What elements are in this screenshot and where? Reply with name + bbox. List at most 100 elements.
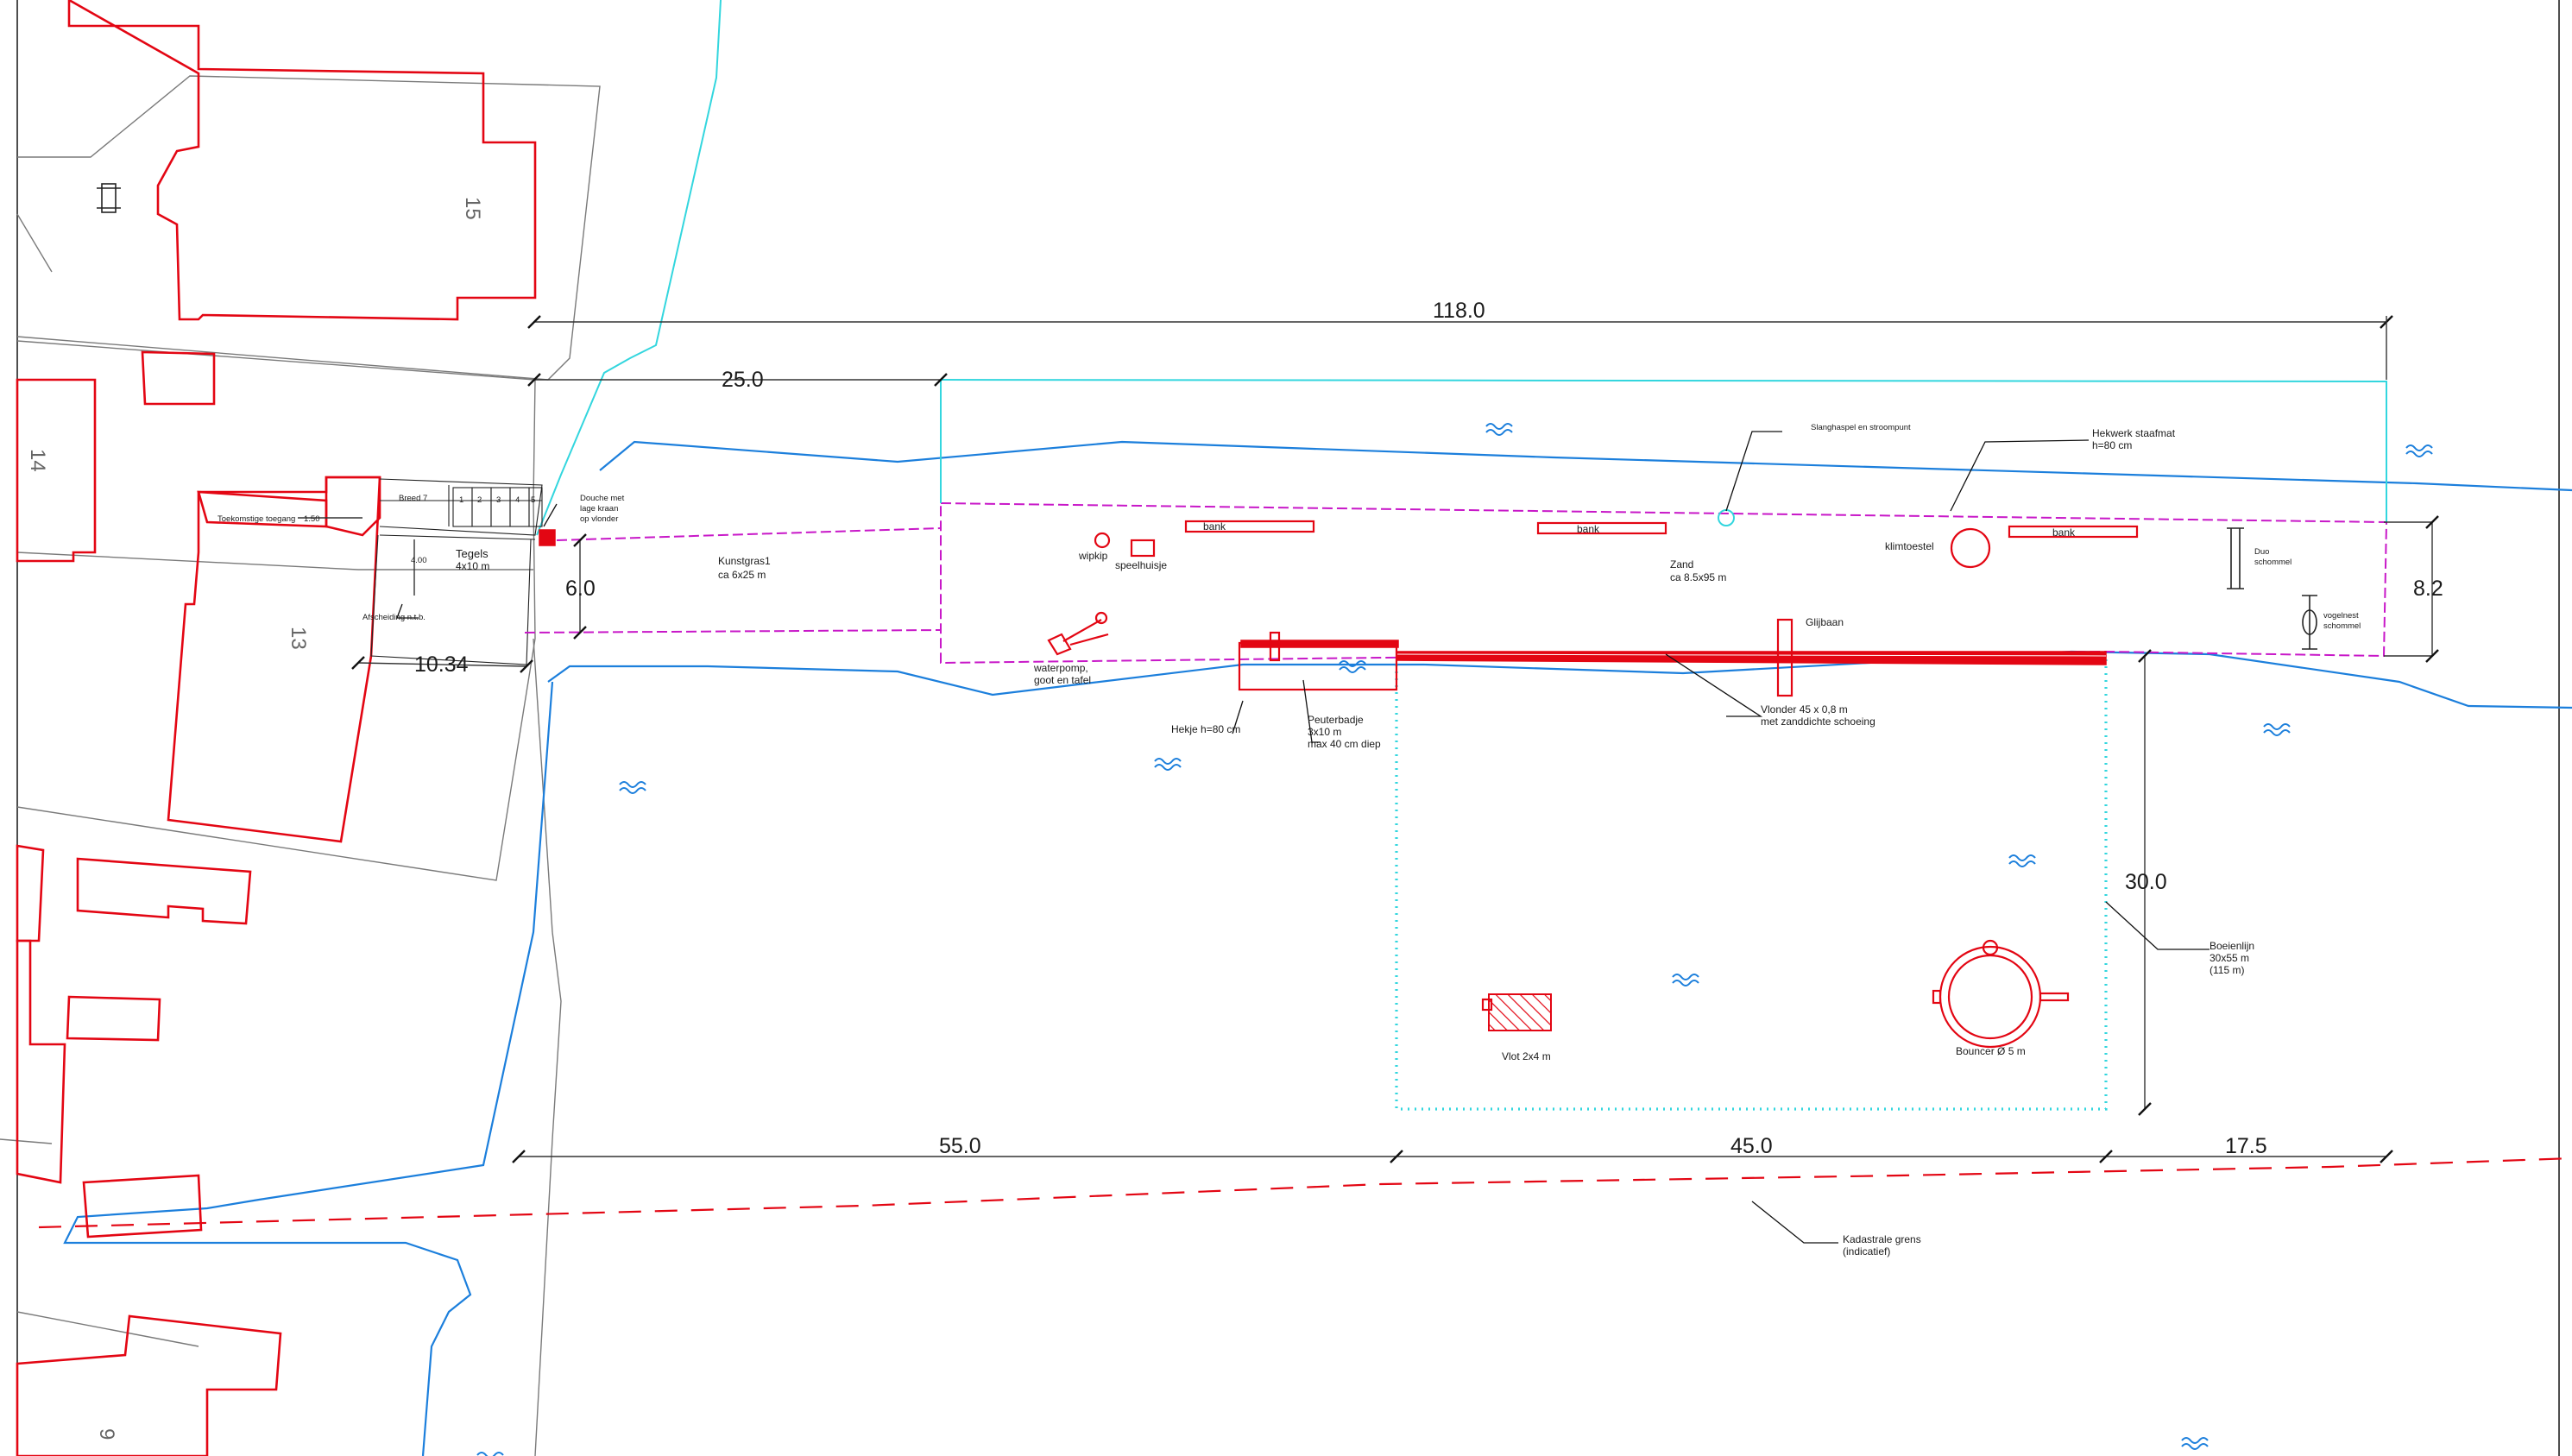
slanghaspel-symbol bbox=[1718, 509, 1735, 526]
kadastrale-grens-line bbox=[38, 1157, 2572, 1229]
dim-30: 30.0 bbox=[2125, 870, 2167, 894]
house-number-15: 15 bbox=[461, 197, 484, 220]
swim-area-buoys bbox=[1395, 656, 2108, 1111]
label-boeienlijn-2: 30x55 m bbox=[2210, 952, 2249, 964]
dim-17-5: 17.5 bbox=[2225, 1134, 2267, 1158]
label-douche-2: lage kraan bbox=[580, 504, 618, 514]
label-vlot: Vlot 2x4 m bbox=[1502, 1050, 1551, 1062]
label-waterpomp-2: goot en tafel bbox=[1034, 674, 1091, 686]
cabin-outline bbox=[325, 476, 381, 537]
cabin-cells bbox=[452, 487, 543, 527]
label-glijbaan: Glijbaan bbox=[1806, 616, 1844, 628]
label-kunstgras-1: Kunstgras1 bbox=[718, 555, 771, 567]
water-edges bbox=[63, 440, 2572, 1456]
label-boeienlijn-1: Boeienlijn bbox=[2210, 940, 2254, 952]
playground-items bbox=[1047, 509, 2317, 1049]
dim-8-2: 8.2 bbox=[2413, 577, 2443, 601]
bank-1 bbox=[1184, 520, 1315, 533]
chimney-symbol bbox=[101, 183, 117, 213]
label-tegels-1: Tegels bbox=[456, 547, 489, 560]
label-vlonder-2: met zanddichte schoeing bbox=[1761, 715, 1875, 728]
boundary-zone bbox=[940, 379, 2387, 1111]
house-14 bbox=[16, 378, 97, 563]
label-duo-1: Duo bbox=[2254, 547, 2269, 557]
label-speelhuisje: speelhuisje bbox=[1115, 559, 1167, 571]
label-bouncer: Bouncer Ø 5 m bbox=[1956, 1045, 2026, 1057]
speelhuisje-symbol bbox=[1130, 539, 1156, 558]
label-vlonder-1: Vlonder 45 x 0,8 m bbox=[1761, 703, 1848, 715]
house-number-9: 9 bbox=[95, 1428, 118, 1440]
wipkip-symbol bbox=[1094, 532, 1111, 549]
klimtoestel-symbol bbox=[1950, 527, 1991, 569]
label-hekje: Hekje h=80 cm bbox=[1171, 723, 1240, 735]
building-c bbox=[76, 857, 252, 925]
label-douche-3: op vlonder bbox=[580, 514, 618, 524]
label-wipkip: wipkip bbox=[1078, 550, 1108, 562]
cabin-4: 4 bbox=[515, 495, 520, 505]
house-number-14: 14 bbox=[26, 449, 49, 472]
bank-2 bbox=[1536, 521, 1667, 535]
bank-3 bbox=[2008, 525, 2139, 539]
vlonder bbox=[1240, 640, 2107, 665]
label-peuterbadje-3: max 40 cm diep bbox=[1308, 738, 1381, 750]
label-slanghaspel: Slanghaspel en stroompunt bbox=[1811, 423, 1911, 432]
label-afscheiding: Afscheiding n.t.b. bbox=[362, 613, 426, 622]
house-9 bbox=[16, 1314, 282, 1456]
dim-25: 25.0 bbox=[722, 368, 764, 392]
cadastral-lines bbox=[0, 75, 601, 1456]
dim-4-00: 4.00 bbox=[411, 556, 427, 565]
label-kadastrale-1: Kadastrale grens bbox=[1843, 1233, 1921, 1245]
building-b bbox=[16, 844, 45, 942]
label-peuterbadje-2: 3x10 m bbox=[1308, 726, 1341, 738]
waterpomp-symbol bbox=[1047, 611, 1109, 656]
dim-6: 6.0 bbox=[565, 577, 596, 601]
dimension-lines bbox=[298, 315, 2439, 1163]
dim-45: 45.0 bbox=[1730, 1134, 1773, 1158]
label-hekwerk-1: Hekwerk staafmat bbox=[2092, 427, 2176, 439]
label-bank-3: bank bbox=[2052, 526, 2076, 539]
label-hekwerk-2: h=80 cm bbox=[2092, 439, 2132, 451]
tegels-area: Breed 7 1 2 3 4 5 bbox=[370, 478, 556, 665]
building-e bbox=[66, 995, 161, 1042]
cabin-1: 1 bbox=[459, 495, 463, 505]
label-waterpomp-1: waterpomp, bbox=[1033, 662, 1088, 674]
parcel-boundary-north bbox=[536, 0, 722, 536]
dim-55: 55.0 bbox=[939, 1134, 981, 1158]
label-douche-1: Douche met bbox=[580, 494, 625, 503]
label-bank-1: bank bbox=[1203, 520, 1226, 533]
label-toekomstige-toegang: Toekomstige toegang bbox=[217, 514, 295, 524]
cabin-2: 2 bbox=[477, 495, 482, 505]
cabin-3: 3 bbox=[496, 495, 501, 505]
shed-a bbox=[141, 350, 216, 406]
label-kadastrale-2: (indicatief) bbox=[1843, 1245, 1890, 1257]
label-bank-2: bank bbox=[1577, 523, 1600, 535]
douche-symbol bbox=[539, 529, 556, 546]
cabin-label: Breed 7 bbox=[399, 494, 427, 503]
peuterbadje bbox=[1238, 631, 1398, 691]
label-duo-2: schommel bbox=[2254, 558, 2291, 567]
label-kunstgras-2: ca 6x25 m bbox=[718, 569, 766, 581]
glijbaan-symbol bbox=[1776, 618, 1793, 697]
vlot-symbol bbox=[1488, 993, 1552, 1031]
label-peuterbadje-1: Peuterbadje bbox=[1308, 714, 1364, 726]
dim-10-34: 10.34 bbox=[414, 652, 469, 677]
label-tegels-2: 4x10 m bbox=[456, 560, 489, 572]
buildings bbox=[16, 0, 537, 1456]
label-zand-2: ca 8.5x95 m bbox=[1670, 571, 1726, 583]
building-f bbox=[82, 1174, 203, 1239]
duo-schommel-symbol bbox=[2227, 527, 2244, 589]
label-vogelnest-1: vogelnest bbox=[2323, 611, 2359, 621]
house-15 bbox=[67, 0, 537, 321]
vogelnest-symbol bbox=[2302, 595, 2317, 650]
dim-1-50: 1.50 bbox=[304, 514, 320, 524]
label-klimtoestel: klimtoestel bbox=[1885, 540, 1934, 552]
leader-lines bbox=[396, 431, 2210, 1244]
label-zand-1: Zand bbox=[1670, 558, 1693, 570]
house-number-13: 13 bbox=[287, 627, 310, 650]
bouncer-symbol bbox=[1932, 939, 2070, 1049]
label-boeienlijn-3: (115 m) bbox=[2210, 964, 2244, 976]
dim-118: 118.0 bbox=[1433, 299, 1485, 323]
building-d bbox=[16, 939, 66, 1184]
cabin-5: 5 bbox=[531, 495, 535, 505]
